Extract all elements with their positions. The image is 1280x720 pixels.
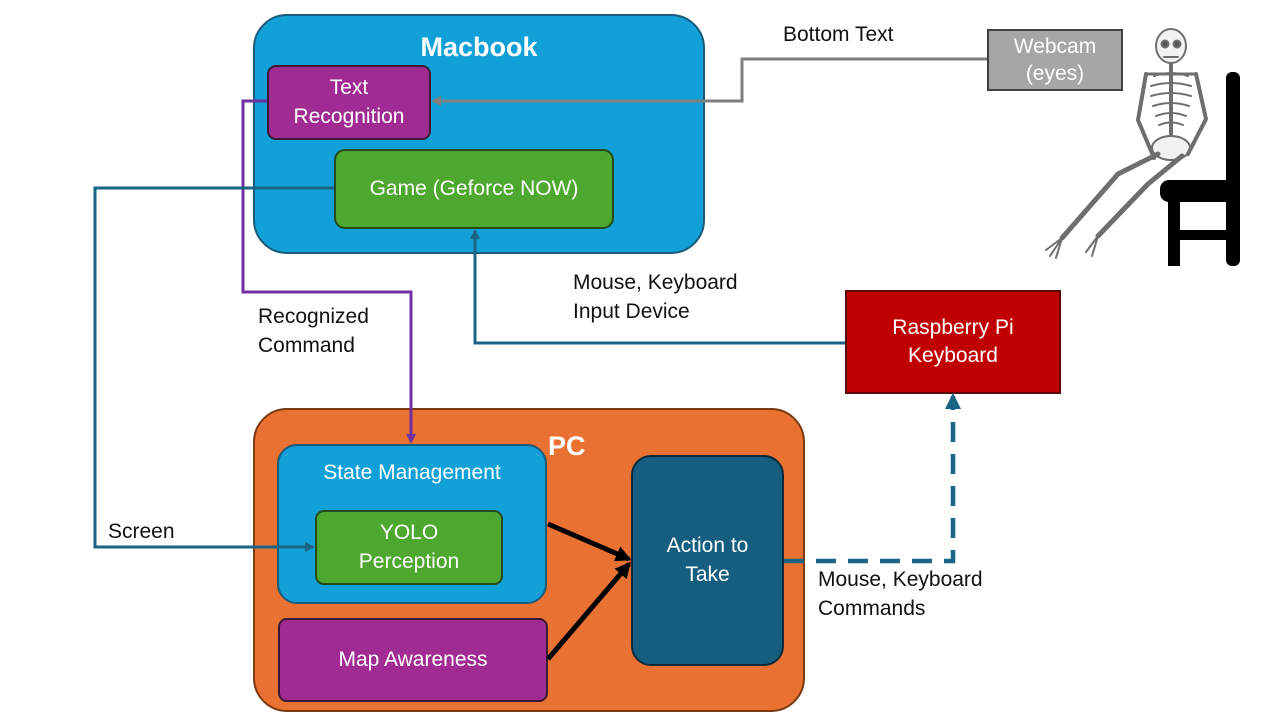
- mouse-keyboard-commands-label: Mouse, Keyboard Commands: [818, 568, 983, 621]
- macbook-title: Macbook: [420, 32, 538, 62]
- state-to-action-arrow: [547, 521, 632, 562]
- skeleton-icon: [1045, 28, 1208, 259]
- action-node: Action to Take: [631, 455, 784, 666]
- game-node: Game (Geforce NOW): [334, 149, 614, 229]
- screen-label: Screen: [108, 520, 175, 543]
- input-device-arrow: [470, 229, 845, 345]
- map-awareness-node: Map Awareness: [278, 618, 548, 702]
- map-to-action-arrow: [546, 561, 631, 661]
- recognized-command-arrow: [241, 99, 416, 444]
- raspberry-pi-node: Raspberry Pi Keyboard: [845, 290, 1061, 394]
- chair-icon: [1160, 72, 1240, 266]
- text-recognition-node: Text Recognition: [267, 65, 431, 140]
- state-management-label: State Management: [323, 461, 501, 484]
- webcam-to-text-arrow: [431, 57, 987, 106]
- commands-dashed-arrow: [784, 393, 961, 564]
- pc-title: PC: [548, 431, 586, 461]
- screen-arrow: [93, 186, 334, 552]
- yolo-node: YOLO Perception: [315, 510, 503, 585]
- mouse-keyboard-input-label: Mouse, Keyboard Input Device: [573, 271, 738, 324]
- skeleton-on-chair-image: [1045, 28, 1240, 266]
- bottom-text-label: Bottom Text: [783, 23, 894, 46]
- recognized-command-label: Recognized Command: [258, 305, 369, 358]
- webcam-node: Webcam (eyes): [987, 29, 1123, 91]
